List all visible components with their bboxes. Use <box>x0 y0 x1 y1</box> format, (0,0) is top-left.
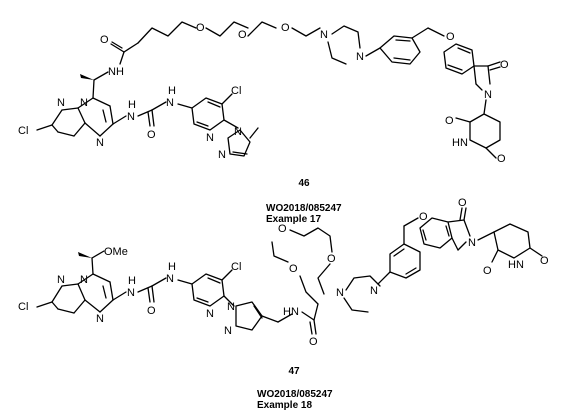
compound-47-o-peg3: O <box>327 253 336 265</box>
compound-46-n-pip2: N <box>356 51 364 63</box>
compound-47-h-urea2: H <box>168 261 176 273</box>
compound-47-o-glut2: O <box>540 255 549 267</box>
compound-47-hn-amide: HN <box>283 306 299 318</box>
compound-47-glutarimide <box>477 223 543 263</box>
compound-46-n-triazole2: N <box>218 149 226 161</box>
compound-47-h-urea1: H <box>128 275 136 287</box>
compound-46-isoindolinone <box>443 43 501 91</box>
compound-46-n2: N <box>80 97 88 109</box>
compound-46-n-pip1: N <box>320 29 328 41</box>
compound-46-n-urea2: N <box>166 97 174 109</box>
compound-46-glutarimide <box>455 99 501 159</box>
compound-46-o-glut2: O <box>497 153 506 165</box>
compound-46-o-glut1: O <box>445 115 454 127</box>
compound-47-ome: OMe <box>104 246 128 258</box>
compound-46-urea: H N O H N <box>112 85 193 141</box>
compound-46-n3: N <box>96 137 104 149</box>
compound-46-pyrazolopyrimidine <box>51 97 114 137</box>
compound-47-piperazine: N N <box>336 271 391 313</box>
compound-47-n-pip2: N <box>370 285 378 297</box>
compound-47-structure: Cl N N N OMe H N O H N Cl N <box>18 197 549 348</box>
compound-47-example: Example 18 <box>257 400 312 411</box>
compound-47-isoindolinone <box>419 207 471 251</box>
compound-47-o-urea: O <box>147 305 156 317</box>
compound-46-h-urea1: H <box>128 99 136 111</box>
compound-47-cl-left: Cl <box>18 301 28 313</box>
compound-47-n2: N <box>80 274 88 286</box>
compound-47-n-pyrazole1: N <box>227 301 235 313</box>
compound-47-hn-glut: HN <box>508 259 524 271</box>
compound-46-benzyl <box>379 27 445 65</box>
compound-46-peg-linker: O O O <box>137 21 321 44</box>
compound-46-n-lactam: N <box>484 89 492 101</box>
compound-47-o-amide: O <box>309 336 318 348</box>
compound-46-o-peg2: O <box>238 29 247 41</box>
compound-47-o-peg2: O <box>278 223 287 235</box>
compound-46-n-pyridine: N <box>206 132 214 144</box>
compound-46-h-urea2: H <box>168 85 176 97</box>
compound-47-benzyl <box>389 217 421 279</box>
compound-46-nh-amide: NH <box>108 66 124 78</box>
compound-47-cl-right: Cl <box>231 261 241 273</box>
compound-47-n1: N <box>57 274 65 286</box>
compound-47-n-lactam: N <box>468 237 476 249</box>
compound-46-n1: N <box>57 97 65 109</box>
compound-46-o-urea: O <box>147 129 156 141</box>
compound-47-o-peg1: O <box>289 263 298 275</box>
compound-46-n-urea1: N <box>127 111 135 123</box>
compound-46-o-peg1: O <box>196 22 205 34</box>
compound-46-source: WO2018/085247 <box>266 203 342 214</box>
compound-46-structure: Cl N N N NH O O O O N N <box>18 21 509 165</box>
compound-47-pyridine <box>191 269 233 307</box>
compound-46-triazole <box>223 119 259 157</box>
compound-47-pyrazole <box>223 295 293 331</box>
compound-46-n-triazole1: N <box>234 126 242 138</box>
compound-47-source: WO2018/085247 <box>257 389 333 400</box>
compound-47-number: 47 <box>288 366 300 377</box>
compound-46-example: Example 17 <box>266 214 321 225</box>
compound-46-pyridine <box>191 93 233 131</box>
compound-46-o-ether: O <box>446 31 455 43</box>
compound-46-o-lactam: O <box>500 59 509 71</box>
compound-47-peg-linker: O O O <box>271 223 336 305</box>
compound-47-n-pyridine: N <box>206 308 214 320</box>
compound-46-o-amide: O <box>100 34 109 46</box>
compound-47-n-urea1: N <box>127 287 135 299</box>
compound-47-n-pyrazole2: N <box>224 325 232 337</box>
compound-46-number: 46 <box>298 178 310 189</box>
compound-47-n-urea2: N <box>166 273 174 285</box>
compound-46-piperazine: N N <box>320 25 381 65</box>
compound-47-amide: HN O <box>283 303 319 348</box>
compound-47-urea: H N O H N <box>112 261 193 317</box>
compound-47-o-glut1: O <box>483 265 492 277</box>
compound-46-cl-right: Cl <box>231 85 241 97</box>
compound-46-hn-glut: HN <box>452 137 468 149</box>
compound-46-o-peg3: O <box>281 22 290 34</box>
compound-47-n3: N <box>96 313 104 325</box>
compound-47-o-lactam: O <box>458 197 467 209</box>
compound-47-pyrazolopyrimidine <box>51 273 114 314</box>
compound-46-cl-left: Cl <box>18 125 28 137</box>
compound-47-o-ether: O <box>419 211 428 223</box>
compound-47-n-pip1: N <box>336 287 344 299</box>
